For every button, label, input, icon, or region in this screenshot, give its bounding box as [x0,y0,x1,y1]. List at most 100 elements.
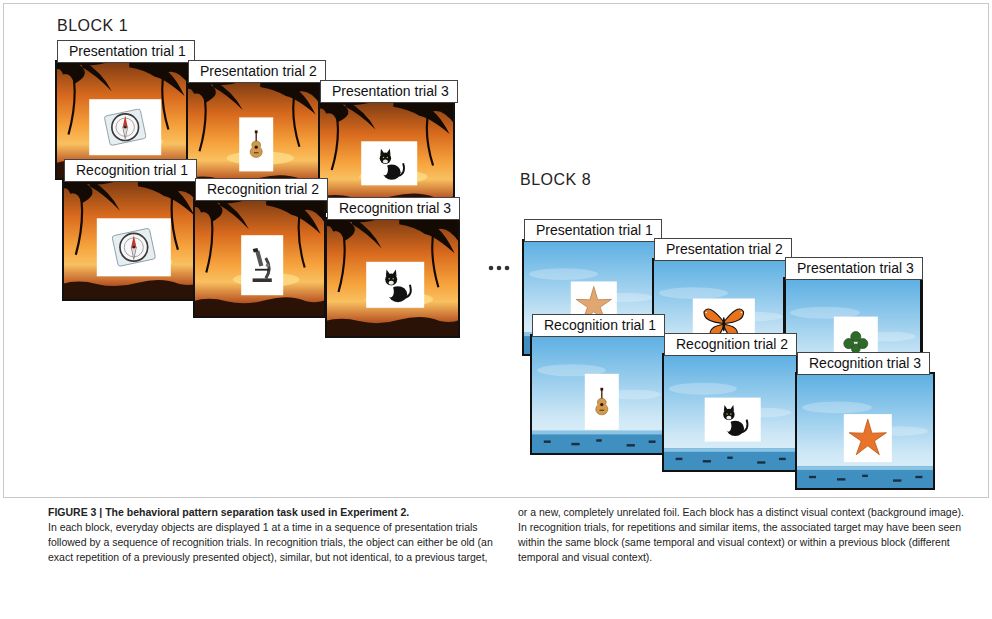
picture-svg [193,198,326,318]
trial-picture [62,179,200,301]
trial-panel: Recognition trial 3 [795,352,935,490]
picture-circle [387,157,389,159]
picture-path [90,179,120,211]
picture-rect [796,373,934,489]
picture-ellipse [725,420,731,431]
trial-panel: Presentation trial 3 [318,80,455,213]
picture-polygon [131,235,136,259]
frame-border [4,4,989,498]
trial-picture [193,198,326,318]
picture-svg [112,228,156,266]
picture-ellipse [383,160,388,164]
picture-circle [392,278,394,280]
picture-ellipse [387,285,394,297]
picture-circle [730,413,732,415]
picture-svg [596,388,608,415]
picture-rect [530,334,668,455]
trial-label: Recognition trial 2 [195,178,328,201]
picture-polygon [380,149,384,155]
picture-rect [893,479,901,481]
picture-rect [662,448,798,452]
picture-svg [723,405,747,436]
picture-rect [325,217,460,338]
picture-ellipse [389,281,394,285]
picture-path [138,179,200,216]
picture-rect [703,460,711,462]
ellipsis-dot [497,266,502,271]
picture-path [393,100,455,134]
picture-rect [104,109,146,146]
picture-svg [385,269,411,302]
trial-panel: Recognition trial 2 [662,333,798,472]
picture-path [266,258,269,278]
picture-path [352,217,382,248]
trial-label: Presentation trial 1 [524,219,662,242]
picture-ellipse [722,317,725,332]
picture-rect [366,262,424,308]
picture-rect [705,398,761,442]
trial-label: Presentation trial 3 [785,257,923,280]
trial-picture [662,353,798,472]
picture-rect [97,218,171,276]
picture-rect [112,228,156,266]
trial-label: Recognition trial 2 [664,333,797,356]
picture-circle [266,263,270,267]
picture-rect [662,353,798,472]
trial-label: Recognition trial 3 [327,197,460,220]
picture-circle [600,403,603,406]
picture-path [213,80,243,110]
picture-ellipse [802,402,872,414]
figure-caption-area: FIGURE 3 | The behavioral pattern separa… [48,505,966,565]
trial-label: Recognition trial 1 [64,159,197,182]
picture-circle [741,312,742,313]
picture-polygon [730,405,734,411]
picture-rect [241,235,283,295]
picture-rect [599,409,604,411]
picture-ellipse [659,287,728,299]
picture-ellipse [597,403,607,410]
picture-path [260,80,321,115]
picture-path [220,198,249,229]
picture-rect [837,478,845,480]
picture-polygon [724,405,728,411]
block-heading: BLOCK 1 [57,16,128,35]
trial-picture [325,217,460,338]
picture-rect [676,458,683,460]
picture-polygon [386,269,390,276]
picture-rect [844,414,892,462]
picture-path [82,60,112,91]
picture-rect [585,374,619,430]
picture-rect [255,130,258,133]
picture-rect [530,431,668,435]
picture-svg [325,217,460,338]
picture-rect [727,457,732,459]
picture-circle [383,157,385,159]
picture-svg [849,419,886,454]
picture-polygon [123,127,128,139]
picture-circle [120,233,148,261]
trial-panel: Presentation trial 2 [186,60,321,195]
trial-panel: Recognition trial 1 [530,314,668,455]
trial-panel: Recognition trial 1 [62,159,200,301]
trial-panel: Recognition trial 2 [193,178,326,318]
figure-title: FIGURE 3 | The behavioral pattern separa… [48,505,496,520]
picture-rect [255,250,263,266]
picture-rect [596,439,602,441]
picture-circle [726,413,728,415]
trial-picture [795,372,935,490]
picture-rect [254,152,259,154]
picture-circle [705,312,706,313]
picture-rect [89,99,161,155]
picture-rect [544,440,551,442]
picture-polygon [849,419,886,454]
trial-picture [530,334,668,455]
picture-svg [104,109,146,146]
trial-label: Presentation trial 2 [188,60,326,83]
picture-ellipse [669,383,737,395]
picture-svg [530,334,668,455]
picture-path [724,309,744,324]
block-heading: BLOCK 8 [520,170,591,189]
picture-rect [600,388,603,391]
picture-path [62,280,200,301]
